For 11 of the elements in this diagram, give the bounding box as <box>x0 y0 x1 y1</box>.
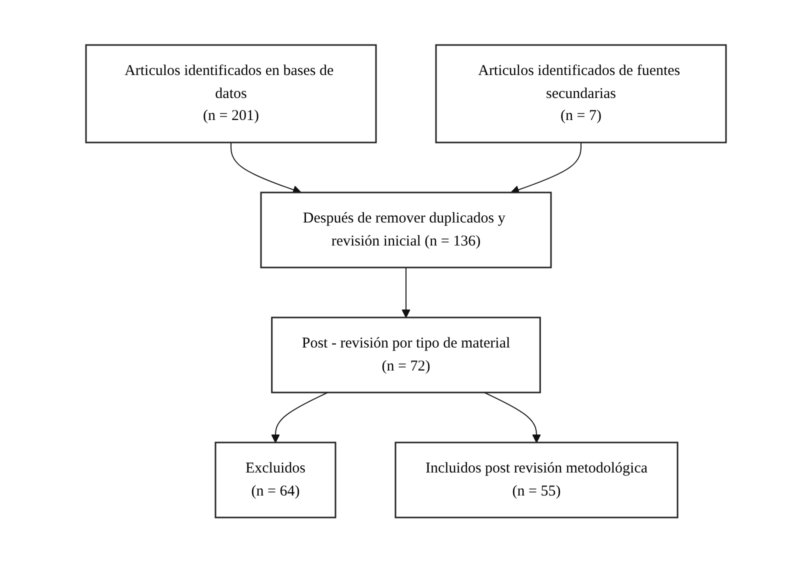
node-box: Excluidos (n = 64) <box>214 442 336 518</box>
node-box: Articulos identificados de fuentes secundarias (n = 7) <box>434 44 726 144</box>
node-box: Incluidos post revisión metodológica (n = 55) <box>394 442 678 518</box>
arrow <box>230 142 301 194</box>
node-box: Después de remover duplicados y revisión inicial (n = 136) <box>260 192 552 268</box>
node-box: Post - revisión por tipo de material (n = 72) <box>270 317 540 394</box>
arrow <box>270 392 328 444</box>
arrow <box>401 267 410 318</box>
node-box: Articulos identificados en bases de datos (n = 201) <box>84 44 376 144</box>
arrow <box>510 142 581 194</box>
arrow <box>483 392 540 444</box>
